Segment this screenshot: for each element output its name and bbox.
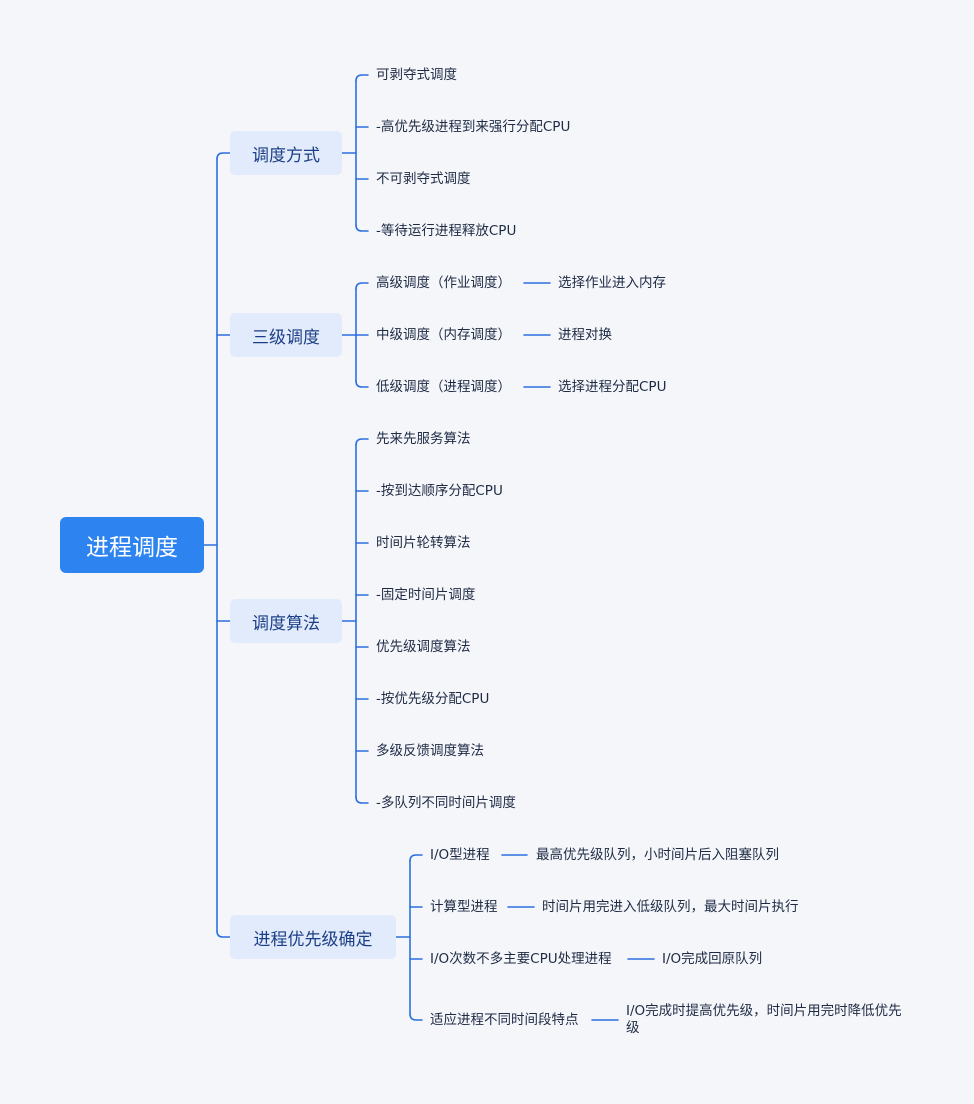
- algo-connector-branch: [355, 796, 369, 804]
- leaf-mid-level[interactable]: 中级调度（内存调度）: [376, 327, 511, 343]
- branch-priority-determination[interactable]: 进程优先级确定: [230, 915, 396, 959]
- leaf-preemptive-desc[interactable]: -高优先级进程到来强行分配CPU: [376, 119, 571, 135]
- mode-connector-branch: [355, 224, 369, 232]
- priority-connector-branch: [409, 1013, 423, 1021]
- leaf-low-level[interactable]: 低级调度（进程调度）: [376, 379, 511, 395]
- branch-scheduling-mode[interactable]: 调度方式: [230, 131, 342, 175]
- algo-connector-branch: [355, 438, 369, 446]
- leaf-preemptive[interactable]: 可剥夺式调度: [376, 67, 457, 83]
- leaf-round-robin[interactable]: 时间片轮转算法: [376, 535, 471, 551]
- leaf-io-bound-detail[interactable]: 最高优先级队列，小时间片后入阻塞队列: [536, 847, 779, 863]
- leaf-mixed[interactable]: I/O次数不多主要CPU处理进程: [430, 951, 612, 967]
- leaf-priority[interactable]: 优先级调度算法: [376, 639, 471, 655]
- leaf-cpu-bound-detail[interactable]: 时间片用完进入低级队列，最大时间片执行: [542, 899, 799, 915]
- leaf-non-preemptive-desc[interactable]: -等待运行进程释放CPU: [376, 223, 517, 239]
- leaf-cpu-bound[interactable]: 计算型进程: [430, 899, 498, 915]
- leaf-high-level[interactable]: 高级调度（作业调度）: [376, 275, 511, 291]
- leaf-io-bound[interactable]: I/O型进程: [430, 847, 490, 863]
- root-connector-branch: [216, 930, 231, 938]
- branch-three-level[interactable]: 三级调度: [230, 313, 342, 357]
- root-connector-branch: [216, 152, 231, 160]
- level-connector-branch: [355, 380, 369, 388]
- leaf-fcfs[interactable]: 先来先服务算法: [376, 431, 471, 447]
- leaf-round-robin-desc[interactable]: -固定时间片调度: [376, 587, 476, 603]
- leaf-non-preemptive[interactable]: 不可剥夺式调度: [376, 171, 471, 187]
- leaf-adaptive[interactable]: 适应进程不同时间段特点: [430, 1012, 579, 1028]
- leaf-low-level-detail[interactable]: 选择进程分配CPU: [558, 379, 667, 395]
- priority-connector-branch: [409, 854, 423, 862]
- leaf-mlfq-desc[interactable]: -多队列不同时间片调度: [376, 795, 516, 811]
- branch-algorithms[interactable]: 调度算法: [230, 599, 342, 643]
- leaf-high-level-detail[interactable]: 选择作业进入内存: [558, 275, 666, 291]
- mode-connector-branch: [355, 74, 369, 82]
- root-node[interactable]: 进程调度: [60, 517, 204, 573]
- leaf-priority-desc[interactable]: -按优先级分配CPU: [376, 691, 490, 707]
- leaf-mid-level-detail[interactable]: 进程对换: [558, 327, 612, 343]
- leaf-adaptive-detail[interactable]: I/O完成时提高优先级，时间片用完时降低优先级: [626, 1003, 902, 1036]
- leaf-mixed-detail[interactable]: I/O完成回原队列: [662, 951, 763, 967]
- leaf-mlfq[interactable]: 多级反馈调度算法: [376, 743, 484, 759]
- level-connector-branch: [355, 282, 369, 290]
- leaf-fcfs-desc[interactable]: -按到达顺序分配CPU: [376, 483, 503, 499]
